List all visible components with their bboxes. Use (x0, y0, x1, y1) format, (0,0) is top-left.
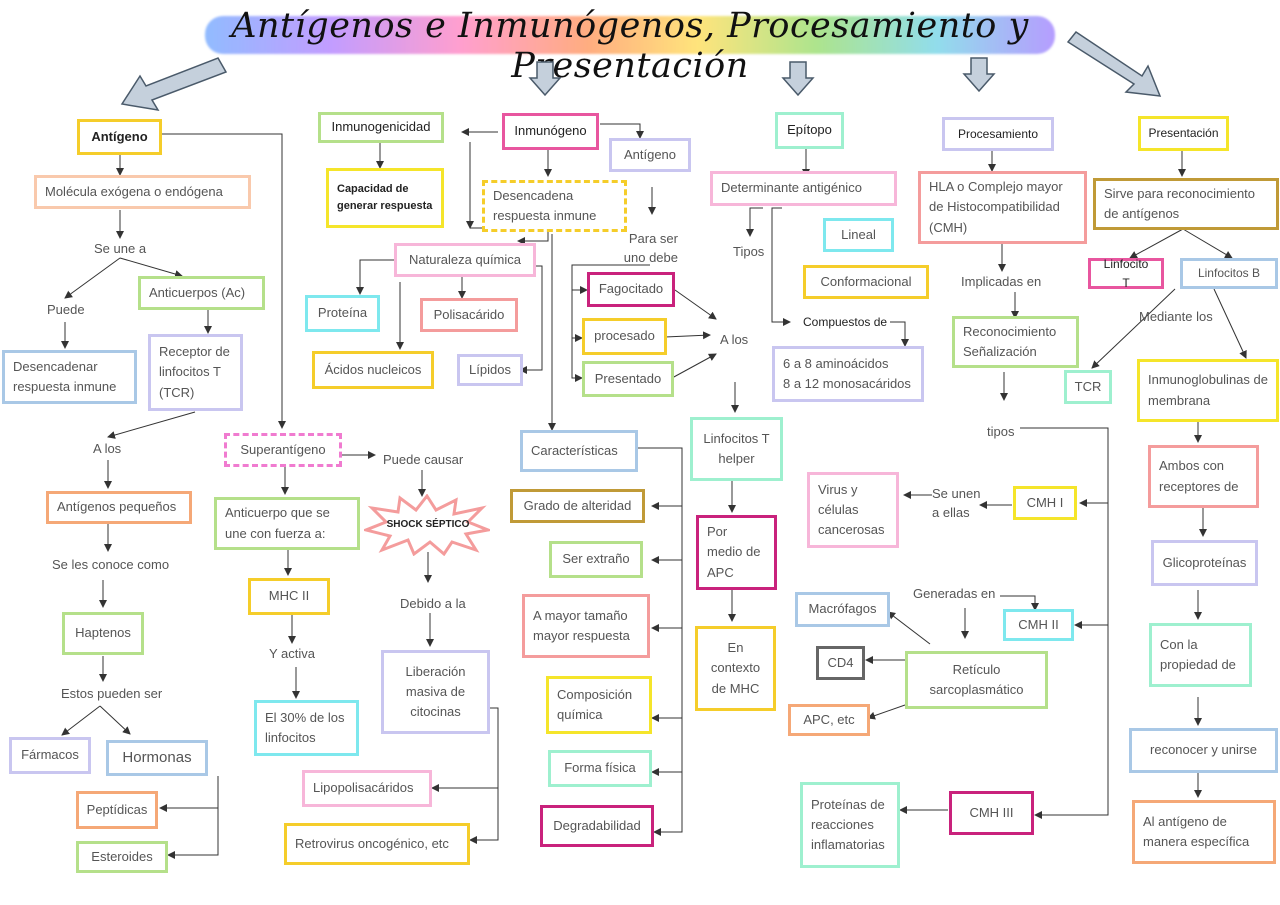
superantigeno-box: Superantígeno (224, 433, 342, 467)
shock-label: SHOCK SÉPTICO (386, 519, 470, 530)
big-arrow-icon-2 (528, 61, 562, 97)
haptenos-box: Haptenos (62, 612, 144, 655)
receptor-box: Receptor de linfocitos T (TCR) (148, 334, 243, 411)
sirve-box: Sirve para reconocimiento de antígenos (1093, 178, 1279, 230)
cmh3-box: CMH III (949, 791, 1034, 835)
macrofagos-box: Macrófagos (795, 592, 890, 627)
composicion-box: Composición química (546, 676, 652, 734)
tipos-label-2: tipos (987, 424, 1015, 439)
inmunogeno-box: Inmunógeno (502, 113, 599, 150)
puede-label: Puede (47, 302, 85, 317)
tipos-label-1: Tipos (733, 244, 765, 259)
proteinas-box: Proteínas de reacciones inflamatorias (800, 782, 900, 868)
lineal-box: Lineal (823, 218, 894, 252)
big-arrow-icon-right (1066, 30, 1162, 97)
inmunogenicidad-box: Inmunogenicidad (318, 112, 444, 143)
antigeno-box-2: Antígeno (609, 138, 691, 172)
fagocitado-box: Fagocitado (587, 272, 675, 307)
con-la-box: Con la propiedad de (1149, 623, 1252, 687)
generadas-label: Generadas en (913, 586, 996, 601)
procesado-box: procesado (582, 318, 667, 355)
a-los-label-2: A los (720, 332, 749, 347)
linfocito-t-box: Linfocito T (1088, 257, 1164, 290)
virus-box: Virus y células cancerosas (807, 472, 899, 548)
peptidicas-box: Peptídicas (76, 791, 158, 829)
mhc2-box: MHC II (248, 578, 330, 615)
inmunoglobulinas-box: Inmunoglobulinas de membrana (1137, 359, 1279, 422)
al-antigeno-box: Al antígeno de manera específica (1132, 800, 1276, 864)
acidos-box: Ácidos nucleicos (312, 351, 434, 389)
cd4-box: CD4 (816, 646, 865, 680)
anticuerpos-box: Anticuerpos (Ac) (138, 276, 265, 310)
molecula-box: Molécula exógena o endógena (34, 175, 251, 209)
aminoacidos-box: 6 a 8 aminoácidos 8 a 12 monosacáridos (772, 346, 924, 402)
mediante-label: Mediante los (1139, 309, 1213, 324)
epitopo-box: Epítopo (775, 112, 844, 149)
reconocimiento-box: Reconocimiento Señalización (952, 316, 1079, 368)
debido-label: Debido a la (400, 596, 466, 611)
lipidos-box: Lípidos (457, 354, 523, 386)
big-arrow-icon-3 (781, 61, 815, 97)
hormonas-box: Hormonas (106, 740, 208, 776)
liberacion-box: Liberación masiva de citocinas (381, 650, 490, 734)
watercolor-band (205, 16, 1055, 54)
desencadena-box: Desencadena respuesta inmune (482, 180, 627, 232)
estos-pueden-label: Estos pueden ser (61, 686, 163, 701)
title-banner: Antígenos e Inmunógenos, Procesamiento y… (205, 6, 1055, 86)
big-arrow-icon-left (120, 57, 228, 112)
amino-line: 6 a 8 aminoácidos (783, 355, 889, 371)
desencadenar-box: Desencadenar respuesta inmune (2, 350, 137, 404)
el30-box: El 30% de los linfocitos (254, 700, 359, 756)
a-los-label-1: A los (93, 441, 122, 456)
glicoproteinas-box: Glicoproteínas (1151, 540, 1258, 586)
se-les-conoce-label: Se les conoce como (52, 557, 170, 572)
presentado-box: Presentado (582, 361, 674, 397)
en-contexto-box: En contexto de MHC (695, 626, 776, 711)
lipopolisacaridos-box: Lipopolisacáridos (302, 770, 432, 807)
big-arrow-icon-4 (962, 57, 996, 93)
compuestos-label: Compuestos de (803, 315, 888, 329)
cmh2-box: CMH II (1003, 609, 1074, 641)
caracteristicas-box: Características (520, 430, 638, 472)
farmacos-box: Fármacos (9, 737, 91, 774)
ser-extrano-box: Ser extraño (549, 541, 643, 578)
conformacional-box: Conformacional (803, 265, 929, 299)
reticulo-box: Retículo sarcoplasmático (905, 651, 1048, 709)
antigenos-pequenos-box: Antígenos pequeños (46, 491, 192, 524)
page-title: Antígenos e Inmunógenos, Procesamiento y… (231, 6, 1029, 86)
cmh1-box: CMH I (1013, 486, 1077, 520)
degradabilidad-box: Degradabilidad (540, 805, 654, 847)
shock-starburst-icon (364, 494, 490, 556)
linfocitos-b-box: Linfocitos B (1180, 258, 1278, 289)
presentacion-box: Presentación (1138, 116, 1229, 151)
se-une-label: Se une a (94, 241, 147, 256)
proteina-box: Proteína (305, 295, 380, 332)
reconocer-box: reconocer y unirse (1129, 728, 1278, 773)
mono-line: 8 a 12 monosacáridos (783, 376, 911, 391)
puede-causar-label: Puede causar (383, 452, 464, 467)
forma-box: Forma física (548, 750, 652, 787)
determinante-box: Determinante antigénico (710, 171, 897, 206)
mayor-tamano-box: A mayor tamaño mayor respuesta (522, 594, 650, 658)
tcr-box: TCR (1064, 370, 1112, 404)
implicadas-label: Implicadas en (961, 274, 1042, 289)
linfocitos-th-box: Linfocitos T helper (690, 417, 783, 481)
apc-box: APC, etc (788, 704, 870, 736)
ambos-box: Ambos con receptores de (1148, 445, 1259, 508)
procesamiento-box: Procesamiento (942, 117, 1054, 151)
capacidad-box: Capacidad de generar respuesta (326, 168, 444, 228)
para-ser-label: Para ser uno debe (623, 231, 678, 265)
por-medio-box: Por medio de APC (696, 515, 777, 590)
y-activa-label: Y activa (269, 646, 316, 661)
polisacarido-box: Polisacárido (420, 298, 518, 332)
esteroides-box: Esteroides (76, 841, 168, 873)
anticuerpo-fuerza-box: Anticuerpo que se une con fuerza a: (214, 497, 360, 550)
naturaleza-box: Naturaleza química (394, 243, 536, 277)
retrovirus-box: Retrovirus oncogénico, etc (284, 823, 470, 865)
grado-box: Grado de alteridad (510, 489, 645, 523)
antigeno-box: Antígeno (77, 119, 162, 155)
se-unen-label: Se unen a ellas (932, 486, 981, 520)
hla-box: HLA o Complejo mayor de Histocompatibili… (918, 171, 1087, 244)
